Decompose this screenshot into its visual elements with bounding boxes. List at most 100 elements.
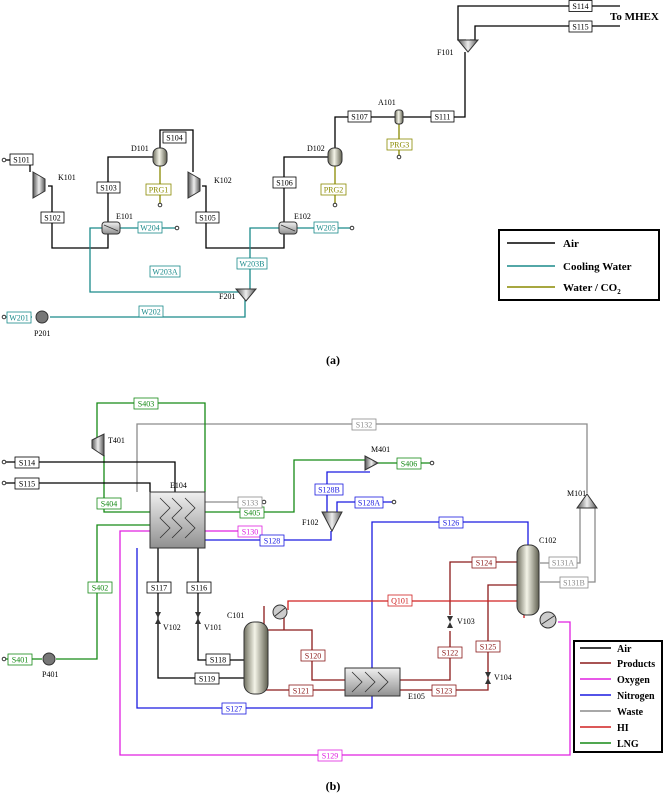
- mixer-m101: M101: [567, 489, 598, 509]
- svg-text:W204: W204: [140, 224, 160, 233]
- stream-q101: Q101: [387, 594, 413, 607]
- svg-text:S130: S130: [242, 528, 258, 537]
- svg-text:LNG: LNG: [617, 739, 639, 750]
- stream-prg2: PRG2: [320, 183, 347, 196]
- svg-text:W202: W202: [141, 308, 161, 317]
- svg-text:Air: Air: [563, 238, 579, 250]
- drum-d101: D101: [131, 144, 168, 167]
- mixer-m401: M401: [364, 445, 390, 471]
- svg-text:W201: W201: [9, 314, 29, 323]
- svg-text:S115: S115: [19, 480, 35, 489]
- svg-text:C101: C101: [227, 611, 244, 620]
- svg-text:E104: E104: [170, 481, 187, 490]
- stream-s101: S101: [9, 153, 34, 166]
- column-c102: C102: [516, 536, 556, 616]
- stream-s130: S130: [237, 525, 263, 538]
- reboiler-c102: [539, 611, 557, 629]
- svg-text:PRG2: PRG2: [324, 186, 344, 195]
- stream-w201: W201: [6, 311, 32, 324]
- splitter-f101: F101: [437, 39, 480, 57]
- svg-text:S125: S125: [480, 643, 496, 652]
- valve-v102: V102: [155, 612, 181, 632]
- pump-p401: P401: [42, 652, 58, 679]
- svg-text:V103: V103: [457, 617, 475, 626]
- svg-text:HI: HI: [617, 723, 629, 734]
- svg-text:S131A: S131A: [552, 559, 574, 568]
- svg-text:W205: W205: [316, 224, 336, 233]
- stream-s114: S114: [568, 0, 593, 12]
- svg-text:P401: P401: [42, 670, 58, 679]
- stream-s126: S126: [438, 516, 464, 529]
- stream-s132: S132: [351, 418, 377, 431]
- svg-text:Waste: Waste: [617, 707, 644, 718]
- drum-d102: D102: [307, 144, 343, 167]
- stream-s129: S129: [317, 749, 343, 762]
- stream-s128b: S128B: [314, 483, 344, 496]
- svg-text:Air: Air: [617, 644, 632, 655]
- compressor-k101: K101: [32, 171, 76, 199]
- adsorber-a101: A101: [378, 98, 404, 125]
- stream-prg1: PRG1: [145, 183, 172, 196]
- svg-text:F101: F101: [437, 48, 453, 57]
- splitter-f102: F102: [302, 511, 343, 533]
- stream-s104: S104: [162, 131, 187, 144]
- svg-text:S101: S101: [13, 156, 29, 165]
- svg-text:PRG3: PRG3: [390, 141, 410, 150]
- svg-text:Cooling Water: Cooling Water: [563, 261, 632, 273]
- legend-a: Air Cooling Water Water / CO2: [498, 229, 660, 301]
- svg-text:S405: S405: [244, 509, 260, 518]
- stream-s406: S406: [396, 457, 422, 470]
- stream-s127: S127: [221, 702, 247, 715]
- svg-text:E102: E102: [294, 212, 311, 221]
- stream-w203a: W203A: [149, 265, 181, 278]
- svg-text:F102: F102: [302, 518, 318, 527]
- stream-s128: S128: [259, 534, 285, 547]
- svg-text:K102: K102: [214, 176, 232, 185]
- svg-text:S132: S132: [356, 421, 372, 430]
- svg-text:S133: S133: [242, 499, 258, 508]
- svg-text:S124: S124: [476, 559, 492, 568]
- svg-text:S114: S114: [572, 2, 588, 11]
- caption-a: (a): [326, 353, 340, 367]
- stream-s125: S125: [475, 640, 501, 653]
- svg-text:M401: M401: [371, 445, 390, 454]
- svg-text:S401: S401: [12, 656, 28, 665]
- svg-text:PRG1: PRG1: [149, 186, 169, 195]
- stream-s117: S117: [146, 581, 172, 594]
- stream-s131a: S131A: [548, 556, 578, 569]
- svg-text:To MHEX: To MHEX: [610, 11, 659, 23]
- stream-s106: S106: [272, 176, 297, 189]
- svg-text:S111: S111: [435, 113, 451, 122]
- svg-text:S404: S404: [101, 500, 117, 509]
- svg-text:S114: S114: [19, 459, 35, 468]
- svg-text:Q101: Q101: [391, 597, 409, 606]
- svg-text:S107: S107: [351, 113, 367, 122]
- stream-s121: S121: [288, 684, 314, 697]
- stream-s403: S403: [133, 397, 159, 410]
- svg-text:S402: S402: [92, 584, 108, 593]
- svg-text:S102: S102: [44, 214, 60, 223]
- svg-text:W203A: W203A: [152, 268, 178, 277]
- caption-b: (b): [326, 779, 341, 793]
- stream-w202: W202: [138, 305, 164, 318]
- valve-v104: V104: [485, 672, 512, 684]
- svg-text:S406: S406: [401, 460, 417, 469]
- mixer-f201: F201: [219, 288, 258, 302]
- svg-text:F201: F201: [219, 292, 235, 301]
- stream-w203b: W203B: [236, 257, 268, 270]
- column-c101: C101: [227, 611, 269, 695]
- stream-s102: S102: [40, 211, 65, 224]
- svg-text:S128A: S128A: [358, 499, 380, 508]
- svg-text:C102: C102: [539, 536, 556, 545]
- pump-p201: P201: [34, 310, 50, 338]
- stream-s114: S114: [14, 456, 40, 469]
- svg-text:K101: K101: [58, 173, 76, 182]
- svg-text:S128B: S128B: [318, 486, 340, 495]
- stream-s107: S107: [347, 110, 372, 123]
- stream-s115: S115: [14, 477, 40, 490]
- stream-s116: S116: [186, 581, 212, 594]
- svg-text:S126: S126: [443, 519, 459, 528]
- stream-s405: S405: [239, 506, 265, 519]
- heat-exchanger-e101: E101: [101, 212, 133, 235]
